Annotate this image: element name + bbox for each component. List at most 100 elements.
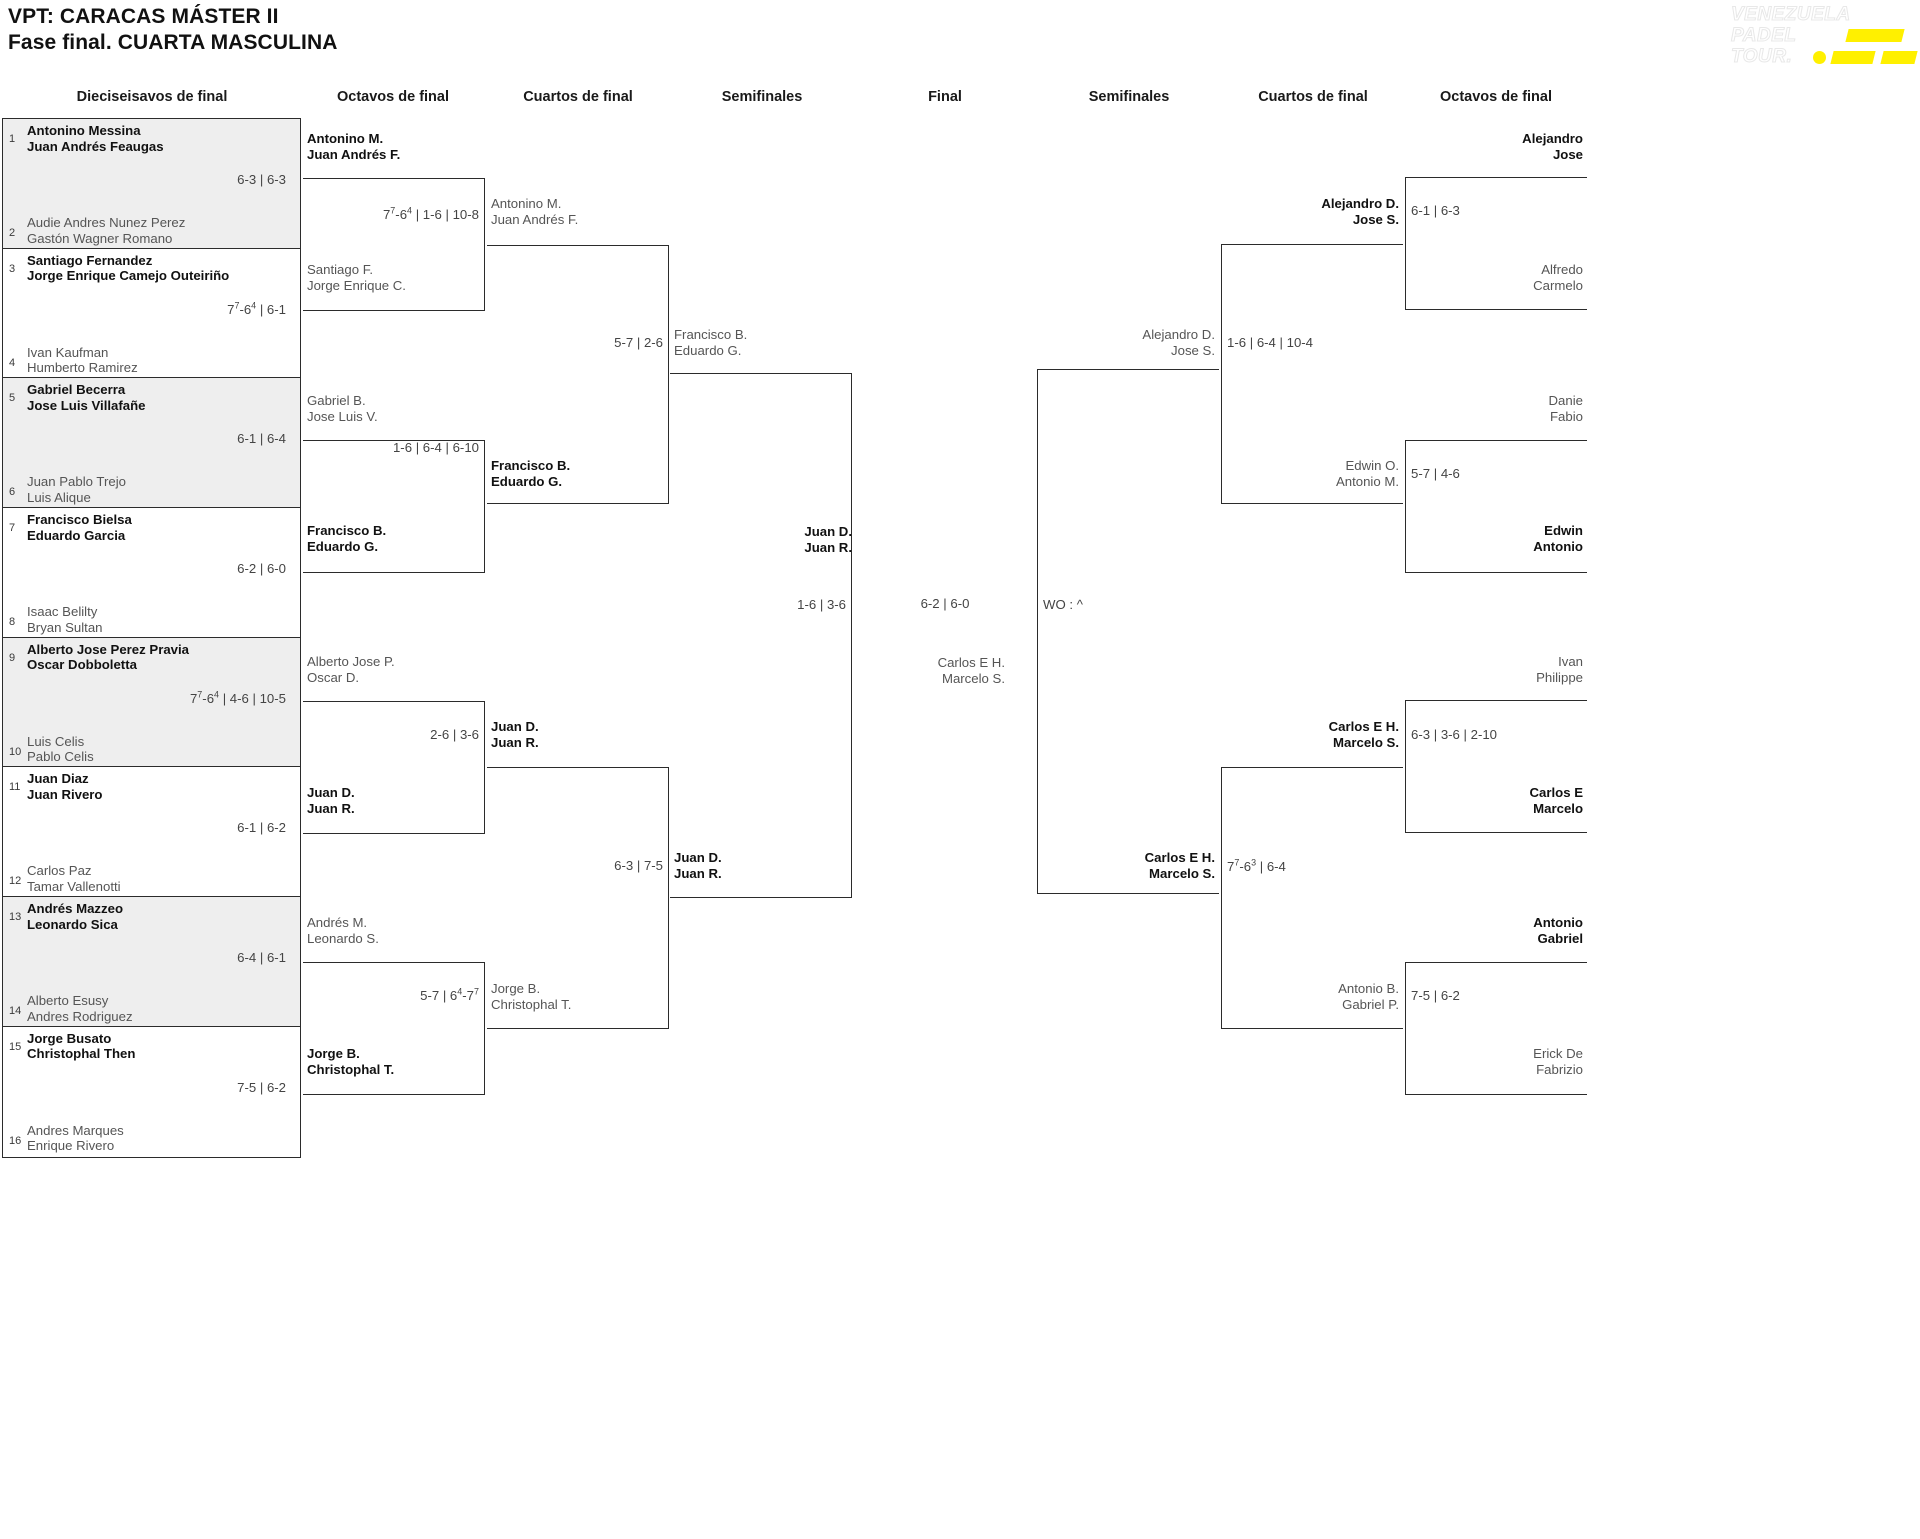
team-player-2: Christophal Then	[27, 1046, 136, 1062]
right-r16-connector-box	[1405, 962, 1587, 1095]
team-player-1: Santiago F.	[307, 262, 373, 277]
seed-number-bottom: 8	[9, 616, 16, 629]
team-player-1: Antonino M.	[307, 131, 384, 146]
team-player-2: Christophal T.	[491, 996, 572, 1012]
r16-team-top[interactable]: Antonino M.Juan Andrés F.	[307, 131, 400, 163]
team-player-1: Antonino M.	[491, 196, 562, 211]
r16-team-bottom[interactable]: Francisco B.Eduardo G.	[307, 523, 386, 555]
r16-team-top[interactable]: Gabriel B.Jose Luis V.	[307, 393, 378, 425]
right-r16-match-score: 7-5 | 6-2	[1411, 988, 1460, 1003]
team-player-2: Oscar Dobboletta	[27, 657, 137, 673]
seed-number-bottom: 6	[9, 486, 16, 499]
final-team-right[interactable]: Carlos E H.Marcelo S.	[885, 655, 1005, 687]
team-player-1: Gabriel Becerra	[27, 382, 126, 398]
right-r16-match-score: 6-3 | 3-6 | 2-10	[1411, 727, 1498, 742]
team-player-1: Alejandro	[1522, 131, 1583, 146]
qf-team-top[interactable]: Antonino M.Juan Andrés F.	[491, 196, 578, 228]
r16-team-top[interactable]: Andrés M.Leonardo S.	[307, 915, 379, 947]
right-sf-team-top[interactable]: Alejandro D.Jose S.	[1037, 327, 1215, 359]
team-player-1: Luis Celis	[27, 733, 85, 749]
team-player-1: Carlos E H.	[1144, 850, 1215, 865]
team-player-1: Alejandro D.	[1321, 196, 1399, 211]
logo-accent-dot	[1813, 51, 1826, 64]
right-qf-team-bottom[interactable]: Antonio B.Gabriel P.	[1221, 981, 1399, 1013]
r32-match-score: 6-1 | 6-4	[237, 431, 286, 447]
team-player-1: Danie	[1548, 393, 1583, 408]
right-qf-connector-box	[1221, 244, 1403, 504]
team-player-2: Juan R.	[804, 539, 852, 555]
qf-match-score: 6-3 | 7-5	[614, 858, 663, 873]
r32-match-score: 77-64 | 6-1	[227, 300, 286, 317]
team-player-1: Ivan	[1558, 654, 1583, 669]
r16-team-top[interactable]: Alberto Jose P.Oscar D.	[307, 654, 395, 686]
team-player-1: Juan D.	[491, 719, 539, 734]
team-player-1: Carlos Paz	[27, 863, 92, 879]
qf-connector-box	[487, 767, 669, 1029]
final-team-left[interactable]: Juan D.Juan R.	[700, 524, 852, 556]
team-player-2: Marcelo S.	[941, 670, 1005, 686]
r16-team-bottom[interactable]: Santiago F.Jorge Enrique C.	[307, 262, 406, 294]
qf-team-bottom[interactable]: Francisco B.Eduardo G.	[491, 458, 570, 490]
team-player-1: Francisco B.	[674, 327, 748, 342]
team-player-1: Juan Pablo Trejo	[27, 474, 126, 490]
team-player-1: Francisco Bielsa	[27, 512, 132, 528]
team-player-2: Leonardo S.	[307, 930, 379, 946]
right-r16-match-score: 5-7 | 4-6	[1411, 466, 1460, 481]
team-player-2: Juan Andrés F.	[491, 211, 579, 227]
right-sf-team-bottom[interactable]: Carlos E H.Marcelo S.	[1037, 850, 1215, 882]
right-qf-team-top[interactable]: Carlos E H.Marcelo S.	[1221, 719, 1399, 751]
qf-team-bottom[interactable]: Jorge B.Christophal T.	[491, 981, 571, 1013]
right-qf-team-top[interactable]: Alejandro D.Jose S.	[1221, 196, 1399, 228]
seed-number-bottom: 2	[9, 227, 16, 239]
sf-team-bottom[interactable]: Juan D.Juan R.	[674, 850, 722, 882]
r16-team-bottom[interactable]: Juan D.Juan R.	[307, 785, 355, 817]
team-player-2: Eduardo G.	[491, 473, 563, 489]
right-qf-team-bottom[interactable]: Edwin O.Antonio M.	[1221, 458, 1399, 490]
qf-team-top[interactable]: Juan D.Juan R.	[491, 719, 539, 751]
team-player-2: Carmelo	[1533, 277, 1583, 293]
sf-team-top[interactable]: Francisco B.Eduardo G.	[674, 327, 747, 359]
team-player-2: Jorge Enrique Camejo Outeiriño	[27, 268, 230, 284]
logo-word-tour: TOUR.	[1730, 46, 1793, 68]
logo-word-padel: PADEL	[1730, 25, 1797, 47]
r16-team-bottom[interactable]: Jorge B.Christophal T.	[307, 1046, 394, 1078]
team-player-2: Juan R.	[674, 865, 722, 881]
team-player-2: Juan R.	[491, 734, 539, 750]
round-label-left-r16: Octavos de final	[336, 89, 450, 105]
team-player-2: Antonio	[1533, 538, 1583, 554]
seed-number-top: 1	[9, 133, 16, 145]
team-player-2: Bryan Sultan	[27, 619, 103, 635]
